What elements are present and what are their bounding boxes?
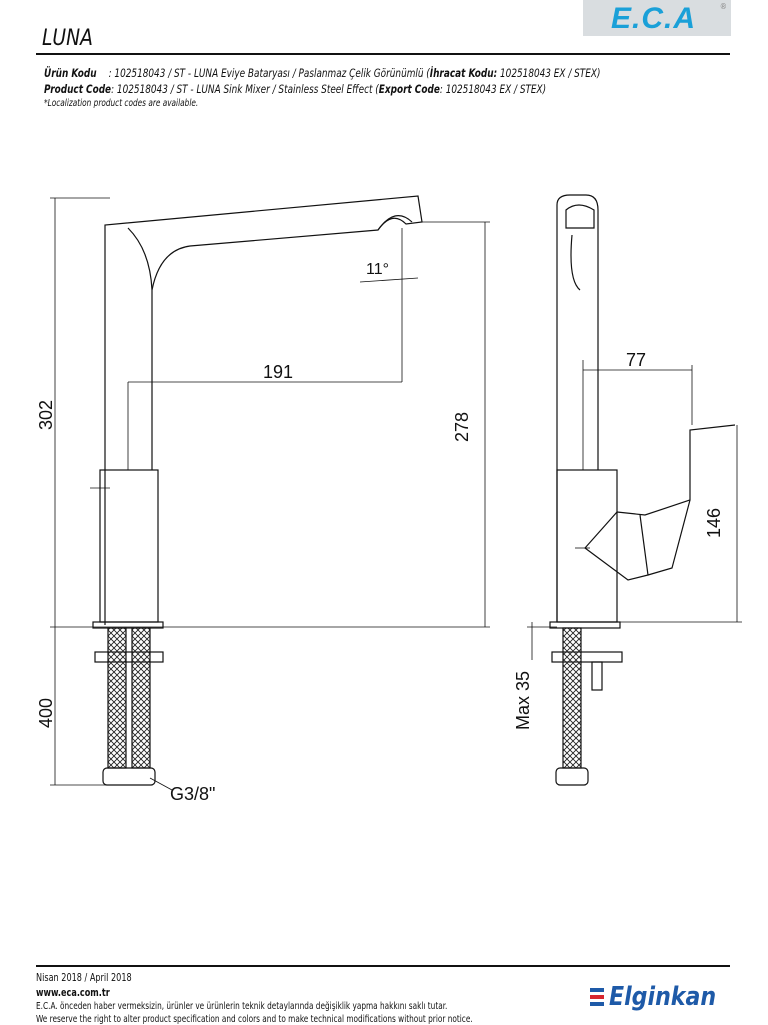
eca-logo: E.C.A ® bbox=[583, 0, 731, 36]
elginkan-mark-icon bbox=[590, 988, 604, 1006]
max-35: Max 35 bbox=[513, 671, 533, 730]
angle-11: 11° bbox=[366, 261, 389, 278]
english-notice: We reserve the right to alter product sp… bbox=[36, 1014, 473, 1025]
english-product-code: Product Code: 102518043 / ST - LUNA Sink… bbox=[44, 82, 547, 96]
website-link[interactable]: www.eca.com.tr bbox=[36, 987, 110, 999]
dim-146: 146 bbox=[704, 508, 724, 538]
dim-302: 302 bbox=[36, 400, 56, 430]
dim-278: 278 bbox=[452, 412, 472, 442]
date: Nisan 2018 / April 2018 bbox=[36, 972, 132, 984]
dim-400: 400 bbox=[36, 698, 56, 728]
turkish-notice: E.C.A. önceden haber vermeksizin, ürünle… bbox=[36, 1001, 448, 1012]
footer-divider bbox=[36, 965, 730, 967]
thread-label: G3/8" bbox=[170, 784, 215, 804]
elginkan-logo: Elginkan bbox=[590, 982, 735, 1012]
dim-77: 77 bbox=[626, 350, 646, 370]
dim-191: 191 bbox=[263, 362, 293, 382]
product-title: LUNA bbox=[42, 26, 93, 51]
turkish-product-code: Ürün Kodu: 102518043 / ST - LUNA Eviye B… bbox=[44, 66, 601, 80]
technical-drawing: 302 400 191 278 11° G3/8" 77 146 Max 35 bbox=[36, 194, 742, 804]
header-divider bbox=[36, 53, 730, 55]
localization-note: *Localization product codes are availabl… bbox=[44, 98, 199, 109]
side-view bbox=[50, 195, 490, 791]
front-view bbox=[527, 194, 742, 786]
